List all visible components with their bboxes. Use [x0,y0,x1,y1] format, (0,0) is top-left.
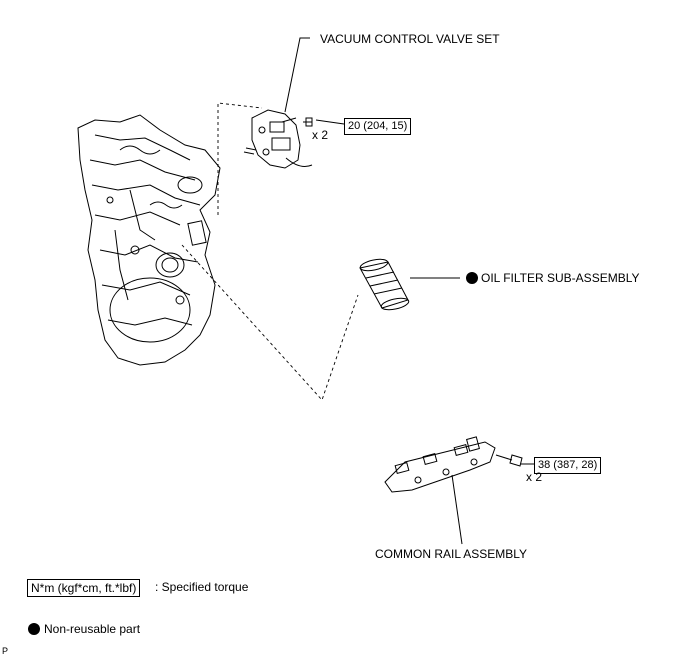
corner-code: P [2,646,9,656]
legend-torque-box: N*m (kgf*cm, ft.*lbf) [27,579,141,597]
legend-non-reusable-text: Non-reusable part [44,622,141,636]
common-rail-label: COMMON RAIL ASSEMBLY [375,547,528,561]
oil-filter-label: OIL FILTER SUB-ASSEMBLY [481,271,640,285]
legend-torque-text: : Specified torque [155,580,249,594]
oil-filter-illustration [359,258,410,311]
rail-torque-box: 38 (387, 28) [534,457,602,474]
legend-non-reusable-icon [28,623,40,635]
leader-lines [284,37,534,545]
common-rail-illustration [384,436,523,493]
dashed-connector-lines [181,102,359,401]
non-reusable-icon [466,272,478,284]
vacuum-control-valve-illustration [243,109,313,169]
rail-quantity-label: x 2 [526,470,543,484]
vacuum-control-valve-label: VACUUM CONTROL VALVE SET [320,32,500,46]
vacuum-torque-box: 20 (204, 15) [344,118,412,135]
vacuum-quantity-label: x 2 [312,128,329,142]
engine-illustration [77,114,221,366]
